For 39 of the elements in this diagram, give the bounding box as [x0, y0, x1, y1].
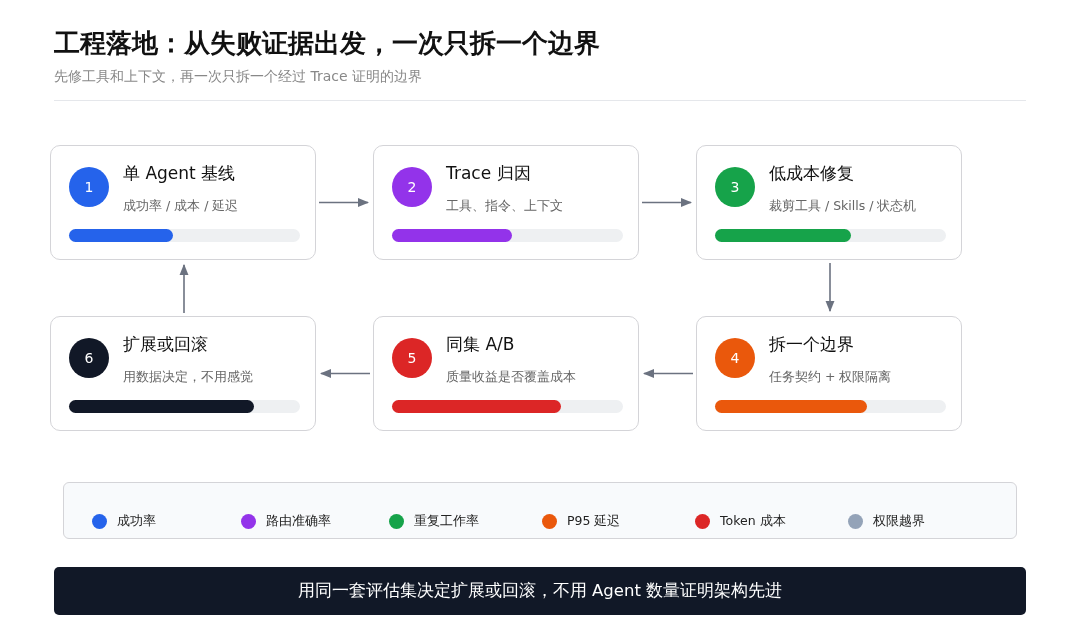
step-description: 成功率 / 成本 / 延迟 — [123, 198, 239, 215]
step-number-badge: 2 — [392, 167, 432, 207]
step-card — [696, 145, 962, 260]
step-number-badge: 1 — [69, 167, 109, 207]
legend-label: 重复工作率 — [414, 513, 479, 530]
legend-label: 路由准确率 — [266, 513, 331, 530]
title: 工程落地：从失败证据出发，一次只拆一个边界 — [54, 27, 600, 60]
step-card — [373, 145, 639, 260]
step-description: 裁剪工具 / Skills / 状态机 — [769, 198, 917, 215]
step-title: 单 Agent 基线 — [123, 162, 236, 185]
step-title: 扩展或回滚 — [123, 333, 208, 356]
summary-banner: 用同一套评估集决定扩展或回滚，不用 Agent 数量证明架构先进 — [54, 567, 1026, 615]
step-title: Trace 归因 — [446, 162, 531, 185]
arrow — [318, 198, 370, 207]
step-card — [50, 145, 316, 260]
step-description: 任务契约 + 权限隔离 — [769, 369, 892, 386]
legend-label: 成功率 — [117, 513, 156, 530]
arrow — [642, 369, 694, 378]
legend-label: P95 延迟 — [567, 513, 621, 530]
step-card — [50, 316, 316, 431]
step-number-badge: 4 — [715, 338, 755, 378]
step-number-badge: 3 — [715, 167, 755, 207]
step-title: 低成本修复 — [769, 162, 854, 185]
legend-label: Token 成本 — [720, 513, 786, 530]
step-number-badge: 5 — [392, 338, 432, 378]
step-card — [373, 316, 639, 431]
step-description: 工具、指令、上下文 — [446, 198, 563, 215]
arrow — [825, 262, 835, 313]
step-title: 同集 A/B — [446, 333, 515, 356]
legend-label: 权限越界 — [873, 513, 925, 530]
step-title: 拆一个边界 — [769, 333, 854, 356]
arrow — [179, 263, 189, 314]
step-description: 用数据决定，不用感觉 — [123, 369, 253, 386]
arrow — [319, 369, 371, 378]
subtitle: 先修工具和上下文，再一次只拆一个经过 Trace 证明的边界 — [54, 68, 423, 86]
step-card — [696, 316, 962, 431]
arrow — [641, 198, 693, 207]
step-description: 质量收益是否覆盖成本 — [446, 369, 576, 386]
step-number-badge: 6 — [69, 338, 109, 378]
